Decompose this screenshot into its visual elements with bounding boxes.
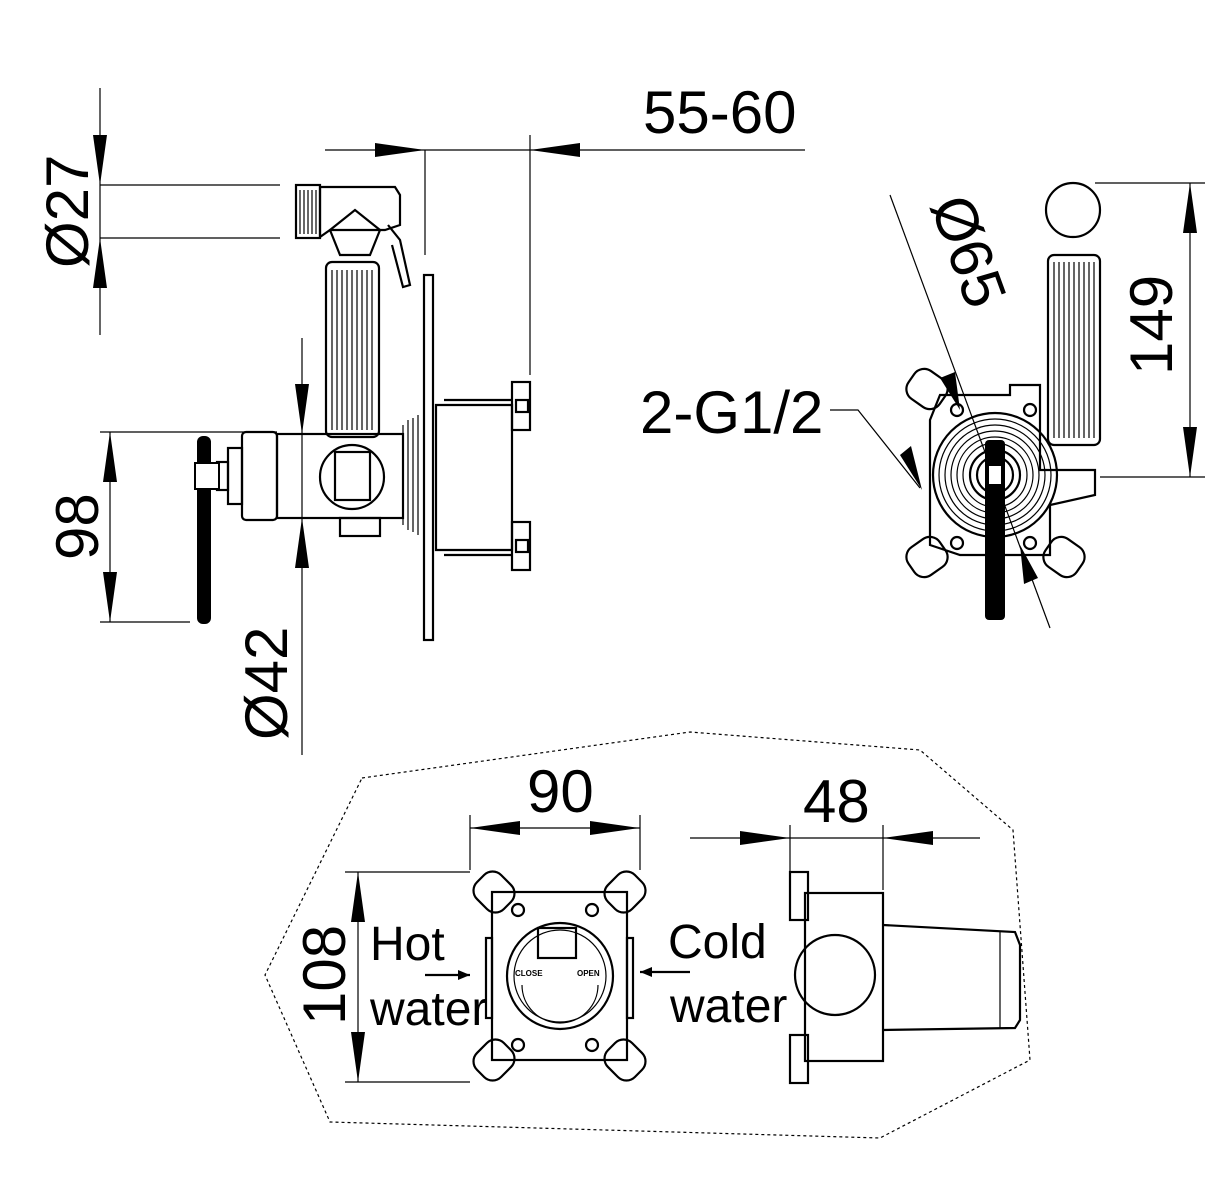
- dim-box-depth: 48: [803, 768, 870, 835]
- dim-height-98: 98: [44, 493, 111, 560]
- dim-height-149: 149: [1118, 275, 1185, 375]
- box-detail: 90 48 108 CLOSE OPEN Hot water Cold: [264, 731, 1031, 1139]
- cold-water-label: water: [669, 980, 787, 1033]
- dim-box-width: 90: [527, 758, 594, 825]
- front-view: Ø65 149 2-G1/2: [640, 181, 1205, 629]
- cold-label: Cold: [668, 916, 767, 969]
- dim-box-height: 108: [291, 925, 358, 1025]
- close-label: CLOSE: [515, 969, 543, 978]
- dim-depth-range: 55-60: [643, 79, 796, 146]
- hot-water-label: water: [369, 983, 487, 1036]
- dim-body-diameter: Ø42: [233, 627, 300, 740]
- open-label: OPEN: [577, 969, 600, 978]
- dim-connections: 2-G1/2: [640, 379, 823, 446]
- dim-inlet-diameter: Ø27: [34, 155, 101, 268]
- hot-label: Hot: [370, 918, 445, 971]
- side-view: Ø27 55-60: [34, 79, 805, 755]
- dim-plate-diameter: Ø65: [918, 187, 1020, 316]
